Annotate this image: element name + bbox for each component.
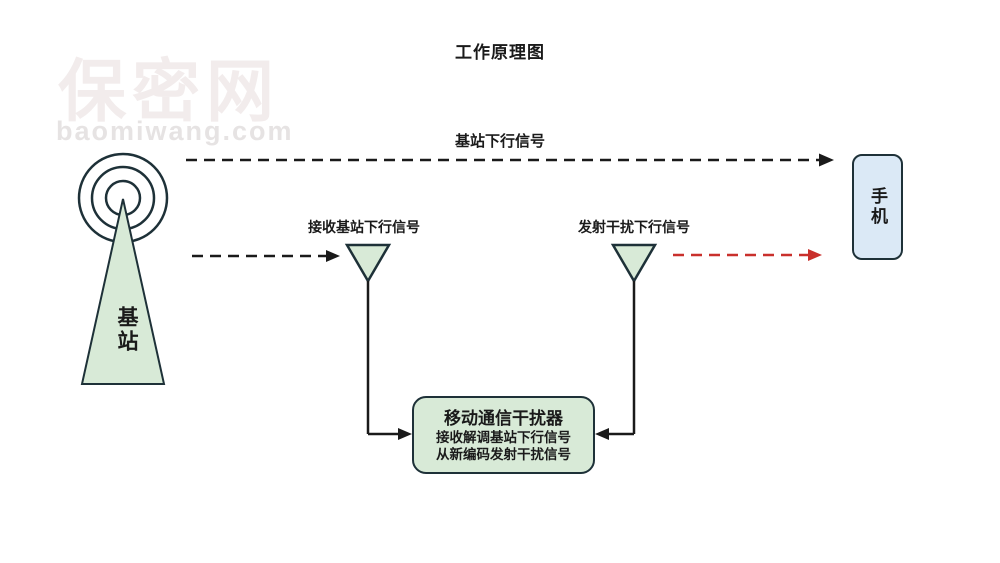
jammer-title: 移动通信干扰器 (444, 408, 563, 428)
downlink-signal-arrow (186, 153, 834, 167)
phone-box: 手机 (852, 154, 903, 260)
jammer-desc-line1: 接收解调基站下行信号 (436, 429, 571, 445)
jammer-to-transmit-antenna-connector (595, 428, 634, 440)
watermark-text: 保密网 (58, 52, 281, 132)
downlink-signal-label: 基站下行信号 (454, 133, 545, 150)
receive-antenna-icon (344, 243, 392, 434)
transmit-signal-label: 发射干扰下行信号 (578, 219, 690, 235)
watermark-domain: baomiwang.com (56, 116, 294, 146)
jamming-signal-arrow (673, 249, 822, 261)
receive-signal-label: 接收基站下行信号 (308, 219, 420, 235)
receive-antenna-to-jammer-connector (368, 428, 412, 440)
receive-signal-arrow (192, 250, 340, 262)
phone-label: 手机 (868, 187, 887, 227)
jammer-box: 移动通信干扰器 接收解调基站下行信号 从新编码发射干扰信号 (412, 396, 595, 474)
base-station-tower-icon (80, 198, 166, 385)
transmit-antenna-icon (610, 243, 658, 434)
diagram-title: 工作原理图 (455, 43, 545, 62)
base-station-label: 基站 (115, 306, 138, 354)
jammer-desc-line2: 从新编码发射干扰信号 (436, 446, 571, 462)
